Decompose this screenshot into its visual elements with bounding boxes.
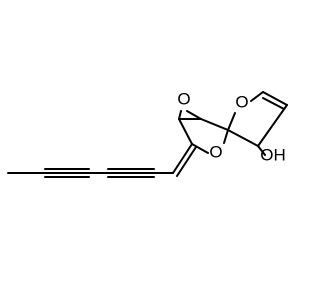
epoxide-oxygen-label: O: [177, 89, 190, 108]
bond-epoxide-left: [178, 110, 182, 120]
molecule-structure: O O O OH: [7, 89, 288, 178]
bond-ring-double-b: [262, 97, 285, 110]
structure-canvas: O O O OH: [7, 89, 288, 178]
pyran-oxygen-label: O: [235, 92, 248, 111]
furan-oxygen-label: O: [209, 142, 222, 161]
bond-exocyclic-double-b: [176, 146, 197, 177]
bond-cohh-spiro: [227, 129, 259, 147]
bond-hydroxyl: [257, 145, 266, 156]
bond-o-ch: [250, 91, 264, 102]
bond-ring-spiro-o: [223, 129, 229, 144]
bond-ring-c5-c4: [178, 118, 193, 145]
bond-ring-o-c5: [191, 143, 209, 154]
bond-epoxide-right: [186, 110, 202, 120]
bond-ring-ch-cohh: [257, 104, 288, 147]
bond-exocyclic-double-a: [172, 143, 193, 174]
hydroxyl-label: OH: [260, 145, 286, 164]
bond-ring-c3-spiro: [200, 118, 229, 131]
bond-ring-double-a: [262, 91, 288, 106]
bond-spiro-upper-o: [227, 112, 236, 131]
